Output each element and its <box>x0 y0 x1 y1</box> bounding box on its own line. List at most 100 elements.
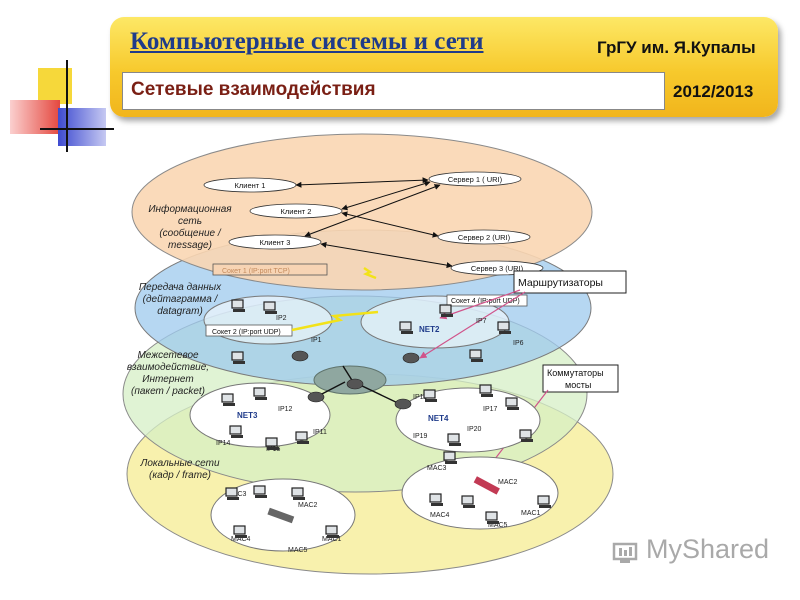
computer-icon <box>231 351 245 364</box>
computer-icons-group <box>221 299 551 538</box>
switch-icon-left <box>267 507 295 524</box>
tcp-lightning-icon <box>362 266 377 280</box>
backbone-link-1 <box>317 381 346 397</box>
watermark-text: MyShared <box>646 534 770 564</box>
computer-icon <box>443 451 457 464</box>
net4-label: NET4 <box>428 414 449 423</box>
internet-layer-label-1: взаимодействие, <box>127 362 209 373</box>
computer-icon <box>519 429 533 442</box>
internet-layer-label-0: Межсетевое <box>137 350 199 361</box>
info-layer-label-3: message) <box>168 240 212 251</box>
ip-label: IP17 <box>483 406 498 413</box>
internet-layer-label-3: (пакет / packet) <box>131 386 205 397</box>
internet-layer-label-2: Интернет <box>142 374 193 385</box>
ip-label: IP7 <box>476 318 487 325</box>
socket4-box <box>446 294 528 307</box>
ip-label: IP19 <box>413 433 428 440</box>
ip-label: IP12 <box>278 406 293 413</box>
transport-layer-label-1: (дейтаграмма / <box>143 294 219 305</box>
router-icon-2 <box>394 398 412 410</box>
ip-label: IP14 <box>216 440 231 447</box>
ip-label: IP20 <box>467 426 482 433</box>
mac-label-right: MAC2 <box>498 479 518 486</box>
computer-icon <box>295 431 309 444</box>
academic-year: 2012/2013 <box>673 82 754 101</box>
net3-label: NET3 <box>237 411 258 420</box>
computer-icon <box>461 495 475 508</box>
socket1-box <box>212 263 328 276</box>
client3-label: Клиент 3 <box>260 238 291 247</box>
net2-label: NET2 <box>419 325 440 334</box>
server3-label: Сервер 3 (URI) <box>471 264 524 273</box>
router-icon-3 <box>346 378 364 390</box>
computer-icon <box>221 393 235 406</box>
router-icon-5 <box>291 350 309 362</box>
computer-icon <box>479 384 493 397</box>
socket2-box <box>205 324 293 337</box>
info-layer-label-2: (сообщение / <box>159 227 222 239</box>
server2-label: Сервер 2 (URI) <box>458 233 511 242</box>
computer-icon <box>229 425 243 438</box>
switches-callout-label-1: мосты <box>565 380 591 390</box>
myshared-logo-icon <box>612 542 638 563</box>
mac-label-right: MAC1 <box>521 510 541 517</box>
routers-callout-label: Маршрутизаторы <box>518 277 603 289</box>
net4-cloud <box>395 387 541 453</box>
computer-icon <box>485 511 499 524</box>
computer-icon <box>233 525 247 538</box>
ip-label: IP2 <box>276 315 287 322</box>
switches-callout-box <box>542 364 619 393</box>
decor-vline <box>66 60 68 152</box>
ip-label: IP1 <box>311 337 322 344</box>
client1-label: Клиент 1 <box>235 181 266 190</box>
ip-label: IP11 <box>313 429 327 436</box>
lan-right-cloud <box>401 456 559 530</box>
computer-icon <box>469 349 483 362</box>
computer-icon <box>423 389 437 402</box>
link-c3-s1 <box>304 184 441 237</box>
ip-label: IP18 <box>413 394 428 401</box>
university-name: ГрГУ им. Я.Купалы <box>597 38 756 57</box>
computer-icon <box>497 321 511 334</box>
page-title: Компьютерные системы и сети <box>130 28 484 55</box>
computer-icon <box>429 493 443 506</box>
computer-icon <box>231 299 245 312</box>
local-layer-label-1: (кадр / frame) <box>149 470 211 481</box>
computer-icon <box>439 304 453 317</box>
local-layer-label-0: Локальные сети <box>139 458 219 469</box>
subtitle-box <box>122 72 665 110</box>
mac-label-right: MAC3 <box>427 465 447 472</box>
udp-lightning-icon <box>291 310 379 332</box>
computer-icon <box>537 495 551 508</box>
computer-icon <box>265 437 279 450</box>
server1-node <box>428 171 522 187</box>
slide-subtitle: Сетевые взаимодействия <box>131 79 376 100</box>
info-layer-label-1: сеть <box>178 216 202 227</box>
switch-icon-right <box>473 476 500 495</box>
decor-hline <box>40 128 114 130</box>
socket1-label: Сокет 1 (IP:port TCP) <box>222 268 290 275</box>
link-c3-s3 <box>320 241 453 269</box>
backbone-link-2 <box>357 383 403 406</box>
socket2-label: Сокет 2 (IP:port UDP) <box>212 329 281 336</box>
computer-icon <box>253 387 267 400</box>
computer-icon <box>253 485 267 498</box>
computer-icon <box>225 487 239 500</box>
info-layer-label-0: Информационная <box>148 203 232 215</box>
routers-pointer-1 <box>439 289 521 320</box>
computer-icon <box>399 321 413 334</box>
transport-layer-label-0: Передача данных <box>139 282 222 293</box>
router-icon-1 <box>307 391 325 403</box>
routers-pointer-2 <box>419 291 526 359</box>
computer-icon <box>505 397 519 410</box>
computer-icon <box>325 525 339 538</box>
client2-label: Клиент 2 <box>281 207 312 216</box>
router-icon-4 <box>402 352 420 364</box>
link-c2-s2 <box>341 211 439 238</box>
mac-label-right: MAC4 <box>430 512 450 519</box>
mac-label-left: MAC4 <box>231 536 251 543</box>
computer-icon <box>263 301 277 314</box>
routers-callout-box <box>513 270 627 294</box>
mac-label-left: MAC5 <box>288 547 308 554</box>
